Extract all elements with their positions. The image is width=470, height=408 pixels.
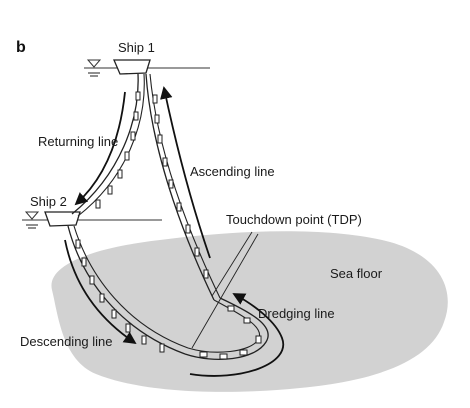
returning-line-label: Returning line bbox=[38, 134, 118, 149]
descending-line-label: Descending line bbox=[20, 334, 113, 349]
ship1-label: Ship 1 bbox=[118, 40, 155, 55]
ascending-line-pipe-a bbox=[145, 73, 215, 301]
sea-floor-label: Sea floor bbox=[330, 266, 383, 281]
sea-floor-region bbox=[51, 231, 448, 392]
descending-direction-arrow bbox=[64, 239, 137, 345]
dredging-line-pipe-a bbox=[184, 297, 269, 360]
descending-line-pipe-b bbox=[73, 225, 189, 349]
tdp-leader-line-2 bbox=[191, 233, 259, 349]
water-surface-ship2 bbox=[22, 211, 162, 229]
touchdown-point-label: Touchdown point (TDP) bbox=[226, 212, 362, 227]
ship1-hull bbox=[113, 59, 151, 75]
ship2-hull bbox=[44, 211, 81, 227]
dredging-line-label: Dredging line bbox=[258, 306, 335, 321]
returning-direction-arrow bbox=[74, 91, 126, 206]
panel-label: b bbox=[16, 39, 26, 56]
pipe-segment-markers bbox=[75, 91, 262, 360]
ship2-label: Ship 2 bbox=[30, 194, 67, 209]
ascending-line-pipe-b bbox=[149, 73, 221, 299]
tdp-leader-line-1 bbox=[211, 231, 253, 297]
returning-line-pipe-b bbox=[77, 73, 145, 217]
ascending-line-label: Ascending line bbox=[190, 164, 275, 179]
dredging-direction-arrow bbox=[189, 293, 285, 377]
ascending-direction-arrow bbox=[160, 86, 211, 259]
